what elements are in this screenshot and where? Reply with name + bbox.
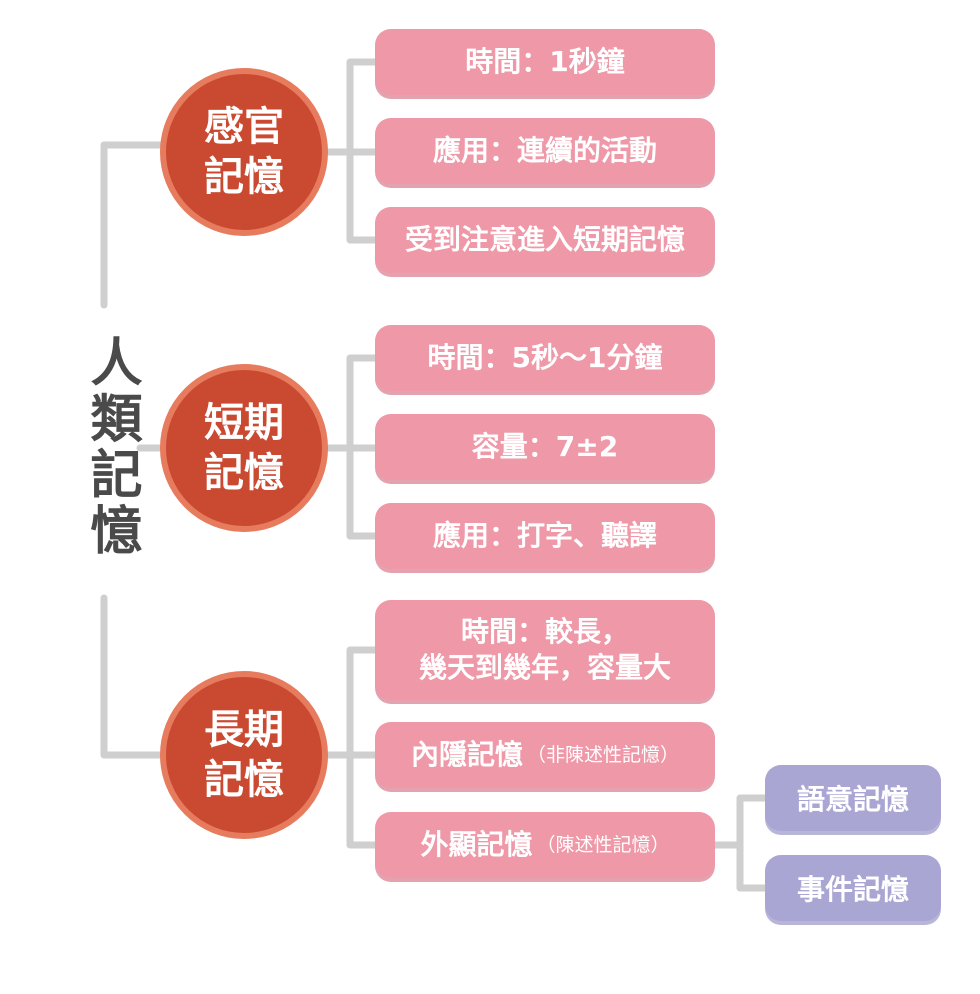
explicit-connector	[710, 794, 772, 892]
long-term-time-line1: 時間：較長，	[460, 615, 629, 648]
short-term-capacity-box: 容量：7±2	[375, 414, 715, 480]
sensory-memory-label: 感官記憶	[204, 104, 284, 200]
short-term-application-box: 應用：打字、聽譯	[375, 503, 715, 569]
implicit-memory-note: （非陳述性記憶）	[527, 744, 680, 766]
sensory-attention-text: 受到注意進入短期記憶	[404, 223, 685, 256]
short-term-time-text: 時間：5秒～1分鐘	[427, 341, 663, 374]
sensory-attention-box: 受到注意進入短期記憶	[375, 207, 715, 273]
short-term-connector	[314, 354, 382, 540]
short-term-memory-node: 短期記憶	[160, 364, 328, 532]
sensory-time-box: 時間：1秒鐘	[375, 29, 715, 95]
semantic-memory-text: 語意記憶	[796, 783, 909, 816]
short-term-time-box: 時間：5秒～1分鐘	[375, 325, 715, 391]
episodic-memory-text: 事件記憶	[796, 873, 909, 906]
long-term-connector	[314, 646, 382, 849]
explicit-memory-note: （陳述性記憶）	[536, 834, 670, 856]
long-term-memory-label: 長期記憶	[204, 707, 284, 803]
implicit-memory-text: 內隱記憶	[410, 738, 523, 771]
sensory-time-text: 時間：1秒鐘	[465, 45, 625, 78]
episodic-memory-box: 事件記憶	[765, 855, 941, 921]
sensory-application-box: 應用：連續的活動	[375, 118, 715, 184]
implicit-memory-box: 內隱記憶（非陳述性記憶）	[375, 722, 715, 788]
sensory-connector	[314, 58, 382, 244]
long-term-memory-node: 長期記憶	[160, 671, 328, 839]
sensory-application-text: 應用：連續的活動	[432, 134, 657, 167]
semantic-memory-box: 語意記憶	[765, 765, 941, 831]
root-title: 人類記憶	[81, 335, 141, 559]
explicit-memory-box: 外顯記憶（陳述性記憶）	[375, 812, 715, 878]
short-term-memory-label: 短期記憶	[204, 400, 284, 496]
root-connector-lower	[100, 594, 169, 759]
explicit-memory-text: 外顯記憶	[420, 828, 533, 861]
short-term-application-text: 應用：打字、聽譯	[432, 519, 657, 552]
long-term-time-box: 時間：較長， 幾天到幾年，容量大	[375, 600, 715, 700]
root-connector-upper	[100, 141, 169, 309]
short-term-capacity-text: 容量：7±2	[471, 430, 619, 463]
sensory-memory-node: 感官記憶	[160, 68, 328, 236]
long-term-time-line2: 幾天到幾年，容量大	[418, 651, 671, 684]
